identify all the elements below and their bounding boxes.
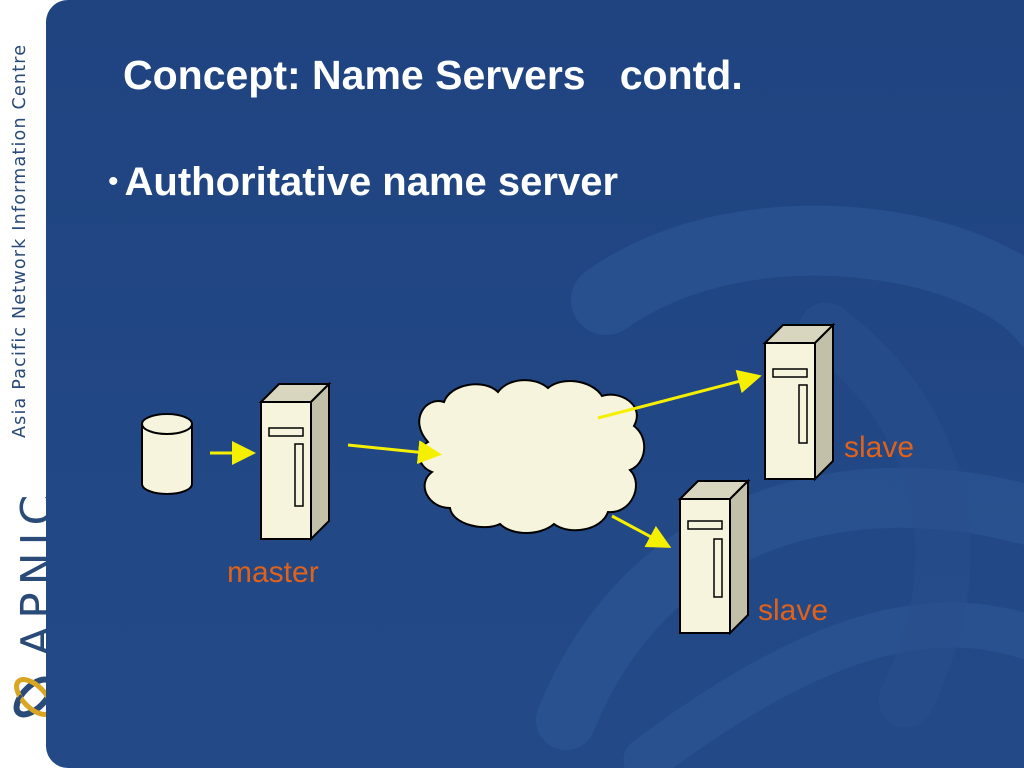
org-name: Asia Pacific Network Information Centre [10, 43, 30, 438]
database-icon [141, 413, 193, 495]
name-server-diagram: master slave slave [141, 322, 914, 636]
slave-label-2: slave [758, 594, 828, 627]
slave-label-1: slave [844, 431, 914, 464]
arrow-cloud-to-slave1 [597, 369, 762, 420]
master-label: master [227, 556, 319, 589]
bullet-dot: • [108, 165, 119, 198]
cloud-icon [418, 379, 645, 534]
arrow-cloud-to-slave2 [611, 514, 672, 548]
slide-title: Concept: Name Servers contd. [123, 52, 743, 98]
master-server-icon [258, 381, 332, 542]
background-swirl [536, 205, 1024, 768]
slave-server-icon-1 [762, 322, 836, 482]
arrow-master-to-cloud [347, 440, 442, 465]
bullet-item: •Authoritative name server [108, 160, 618, 205]
slave-server-icon-2 [677, 478, 751, 636]
slide: Concept: Name Servers contd. •Authoritat… [46, 0, 1024, 768]
bullet-text: Authoritative name server [124, 160, 619, 204]
